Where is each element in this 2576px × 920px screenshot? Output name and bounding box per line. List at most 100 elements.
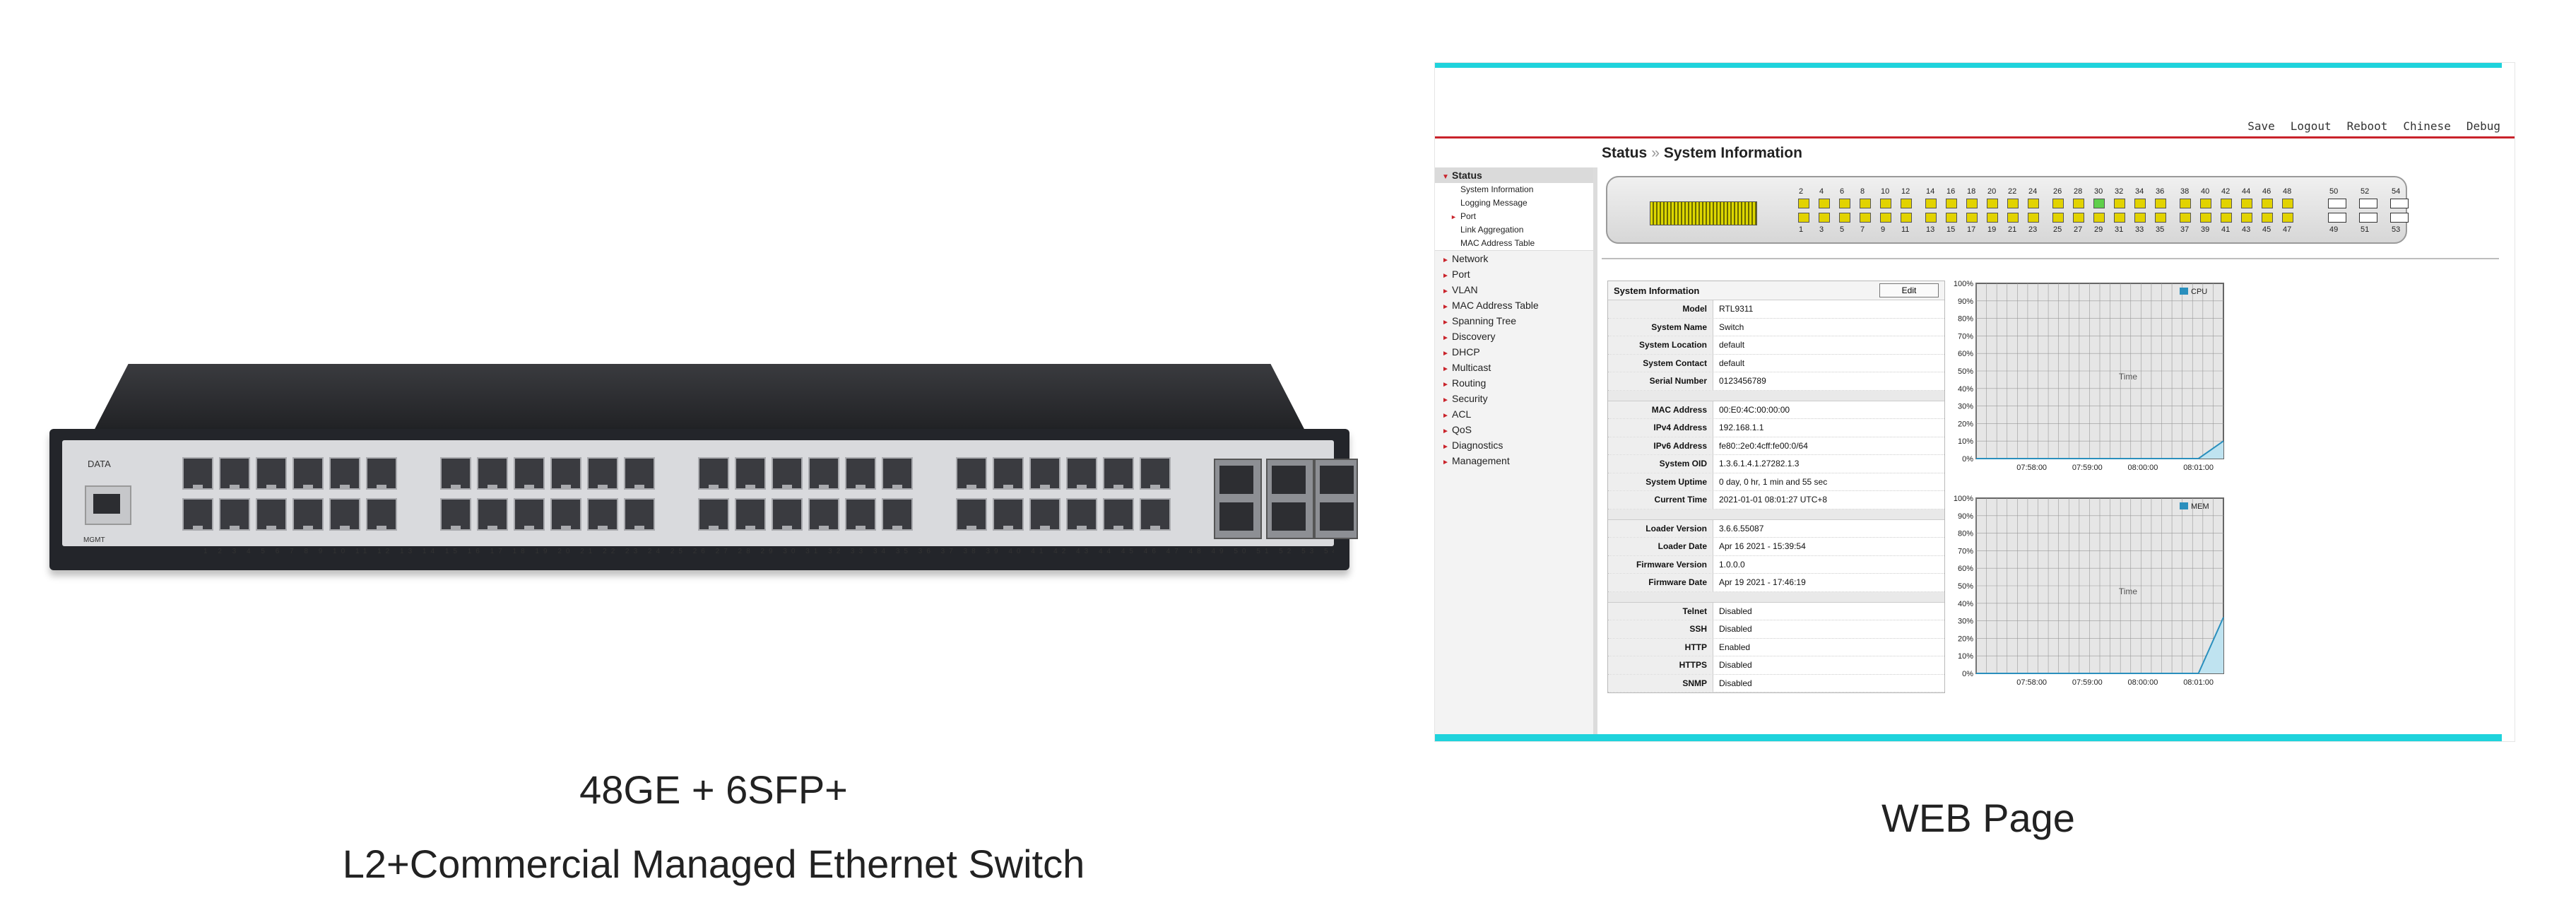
- sidebar-item-acl[interactable]: ►ACL: [1435, 406, 1593, 422]
- sidebar-item-label: Status: [1452, 170, 1482, 181]
- rj45-port: [1066, 498, 1097, 531]
- legend-swatch: [2180, 502, 2188, 509]
- y-tick-label: 90%: [1958, 512, 1973, 521]
- port-number: 29: [2094, 225, 2103, 234]
- sidebar-item-dhcp[interactable]: ►DHCP: [1435, 344, 1593, 360]
- sidebar-item-security[interactable]: ►Security: [1435, 391, 1593, 406]
- port-40-icon[interactable]: [2200, 199, 2211, 208]
- port-28-icon[interactable]: [2073, 199, 2084, 208]
- port-46-icon[interactable]: [2262, 199, 2273, 208]
- debug-link[interactable]: Debug: [2466, 119, 2500, 133]
- y-tick-label: 0%: [1962, 455, 1973, 464]
- port-23-icon[interactable]: [2028, 213, 2039, 223]
- port-18-icon[interactable]: [1966, 199, 1978, 208]
- sidebar-item-status[interactable]: ▼Status: [1435, 167, 1593, 183]
- port-48-icon[interactable]: [2282, 199, 2293, 208]
- sfp-port-51-icon[interactable]: [2359, 213, 2377, 223]
- rj45-port: [808, 498, 839, 531]
- port-4-icon[interactable]: [1819, 199, 1830, 208]
- port-39-icon[interactable]: [2200, 213, 2211, 223]
- port-2-icon[interactable]: [1798, 199, 1809, 208]
- y-tick-label: 40%: [1958, 600, 1973, 608]
- port-41-icon[interactable]: [2221, 213, 2232, 223]
- port-42-icon[interactable]: [2221, 199, 2232, 208]
- port-24-icon[interactable]: [2028, 199, 2039, 208]
- rj45-port: [550, 498, 581, 531]
- sidebar-item-qos[interactable]: ►QoS: [1435, 422, 1593, 437]
- info-value: default: [1719, 340, 1745, 350]
- breadcrumb-section[interactable]: Status: [1602, 145, 1648, 161]
- port-22-icon[interactable]: [2007, 199, 2019, 208]
- port-number: 39: [2201, 225, 2210, 234]
- port-19-icon[interactable]: [1987, 213, 1998, 223]
- collapsed-arrow-icon: ►: [1442, 319, 1449, 326]
- sfp-port-52-icon[interactable]: [2359, 199, 2377, 208]
- rj45-port: [956, 498, 987, 531]
- sidebar-subitem-port[interactable]: ►Port: [1435, 210, 1593, 223]
- port-15-icon[interactable]: [1946, 213, 1957, 223]
- y-tick-label: 30%: [1958, 403, 1973, 411]
- port-11-icon[interactable]: [1901, 213, 1912, 223]
- port-37-icon[interactable]: [2180, 213, 2191, 223]
- port-17-icon[interactable]: [1966, 213, 1978, 223]
- port-3-icon[interactable]: [1819, 213, 1830, 223]
- sidebar-item-diagnostics[interactable]: ►Diagnostics: [1435, 437, 1593, 453]
- sfp-port-49-icon[interactable]: [2328, 213, 2346, 223]
- port-47-icon[interactable]: [2282, 213, 2293, 223]
- sidebar-subitem-mac-address-table[interactable]: MAC Address Table: [1460, 238, 1535, 248]
- sidebar-item-discovery[interactable]: ►Discovery: [1435, 329, 1593, 344]
- port-35-icon[interactable]: [2155, 213, 2166, 223]
- sidebar-subitem-system-information[interactable]: System Information: [1460, 184, 1534, 194]
- sfp-port-50-icon[interactable]: [2328, 199, 2346, 208]
- port-45-icon[interactable]: [2262, 213, 2273, 223]
- reboot-link[interactable]: Reboot: [2346, 119, 2388, 133]
- chinese-link[interactable]: Chinese: [2403, 119, 2451, 133]
- sidebar-item-vlan[interactable]: ►VLAN: [1435, 282, 1593, 297]
- port-25-icon[interactable]: [2052, 213, 2064, 223]
- rj45-port: [219, 457, 250, 490]
- port-44-icon[interactable]: [2241, 199, 2252, 208]
- port-14-icon[interactable]: [1925, 199, 1937, 208]
- port-8-icon[interactable]: [1860, 199, 1871, 208]
- sidebar-subitem-logging-message[interactable]: Logging Message: [1460, 198, 1528, 208]
- port-12-icon[interactable]: [1901, 199, 1912, 208]
- port-9-icon[interactable]: [1880, 213, 1891, 223]
- port-16-icon[interactable]: [1946, 199, 1957, 208]
- port-38-icon[interactable]: [2180, 199, 2191, 208]
- logout-link[interactable]: Logout: [2290, 119, 2332, 133]
- port-13-icon[interactable]: [1925, 213, 1937, 223]
- port-43-icon[interactable]: [2241, 213, 2252, 223]
- sidebar-item-management[interactable]: ►Management: [1435, 453, 1593, 468]
- port-34-icon[interactable]: [2134, 199, 2146, 208]
- sidebar-subitem-link-aggregation[interactable]: Link Aggregation: [1460, 225, 1524, 235]
- port-20-icon[interactable]: [1987, 199, 1998, 208]
- port-10-icon[interactable]: [1880, 199, 1891, 208]
- port-21-icon[interactable]: [2007, 213, 2019, 223]
- port-32-icon[interactable]: [2114, 199, 2125, 208]
- port-7-icon[interactable]: [1860, 213, 1871, 223]
- port-6-icon[interactable]: [1839, 199, 1850, 208]
- port-36-icon[interactable]: [2155, 199, 2166, 208]
- save-link[interactable]: Save: [2247, 119, 2275, 133]
- port-number: 2: [1799, 187, 1804, 196]
- port-30-icon[interactable]: [2093, 199, 2105, 208]
- sidebar-item-multicast[interactable]: ►Multicast: [1435, 360, 1593, 375]
- sfp-port-54-icon[interactable]: [2390, 199, 2409, 208]
- port-26-icon[interactable]: [2052, 199, 2064, 208]
- port-27-icon[interactable]: [2073, 213, 2084, 223]
- sidebar-item-mac-address-table[interactable]: ►MAC Address Table: [1435, 297, 1593, 313]
- port-33-icon[interactable]: [2134, 213, 2146, 223]
- edit-button[interactable]: Edit: [1879, 283, 1939, 297]
- port-1-icon[interactable]: [1798, 213, 1809, 223]
- port-31-icon[interactable]: [2114, 213, 2125, 223]
- sidebar-item-spanning-tree[interactable]: ►Spanning Tree: [1435, 313, 1593, 329]
- info-value: 1.0.0.0: [1719, 559, 1745, 570]
- port-5-icon[interactable]: [1839, 213, 1850, 223]
- sidebar-item-port[interactable]: ►Port: [1435, 266, 1593, 282]
- sidebar-item-routing[interactable]: ►Routing: [1435, 375, 1593, 391]
- sidebar-item-network[interactable]: ►Network: [1435, 251, 1593, 266]
- sfp-port-53-icon[interactable]: [2390, 213, 2409, 223]
- port-number: 32: [2115, 187, 2124, 196]
- port-29-icon[interactable]: [2093, 213, 2105, 223]
- info-key: HTTP: [1608, 638, 1713, 656]
